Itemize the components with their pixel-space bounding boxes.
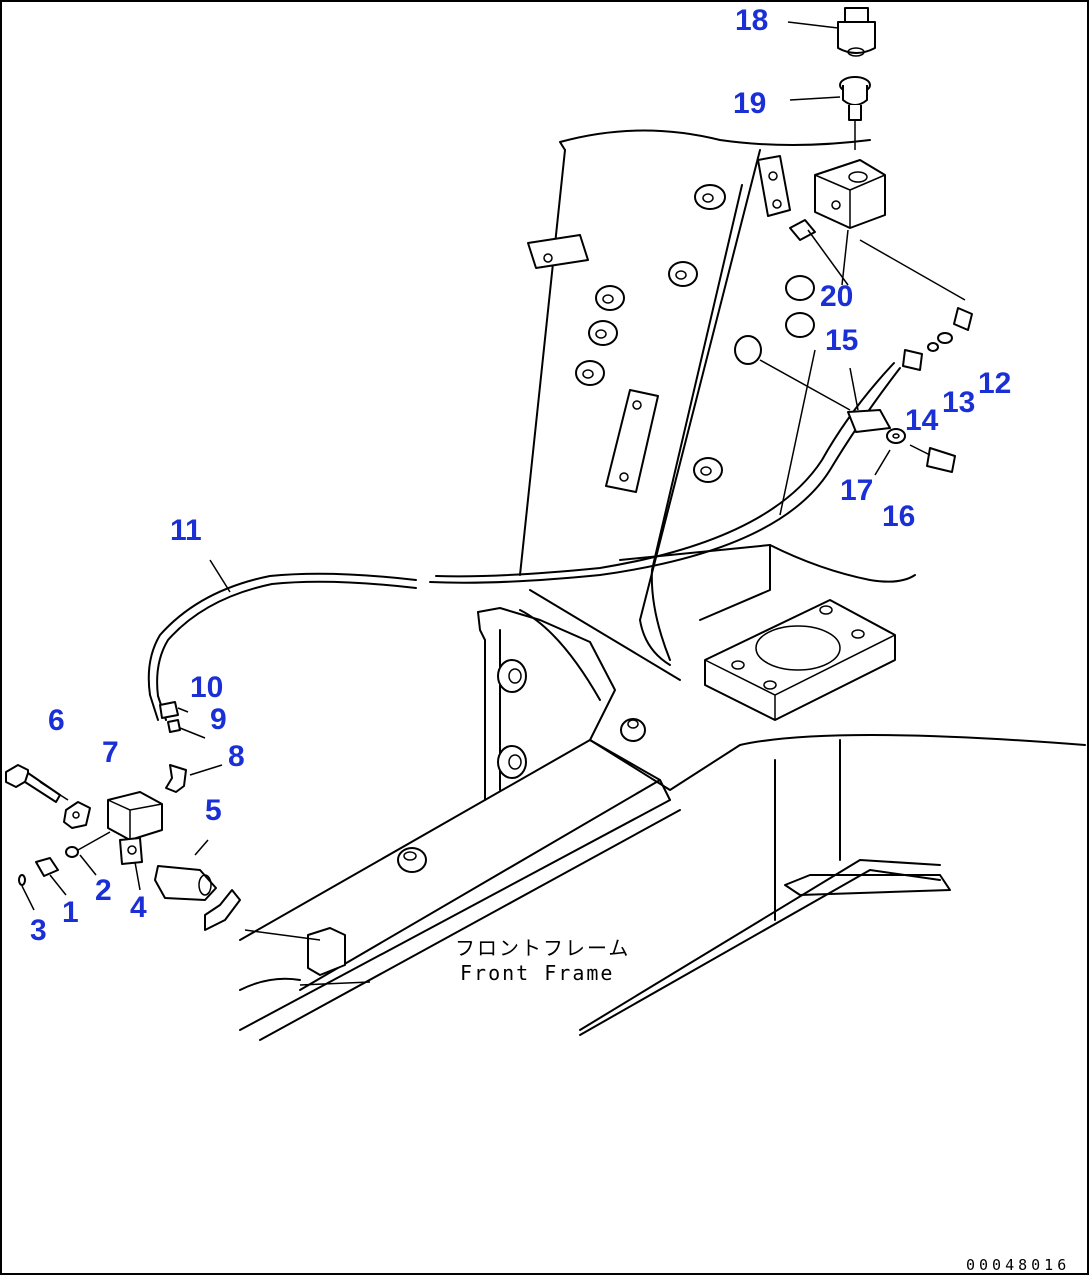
- callout-18: 18: [735, 4, 768, 37]
- callout-16: 16: [882, 500, 915, 533]
- callout-10: 10: [190, 671, 223, 704]
- hose-left: [147, 559, 417, 793]
- callout-9: 9: [210, 703, 227, 736]
- callout-20: 20: [820, 280, 853, 313]
- callout-7: 7: [102, 736, 119, 769]
- callout-2: 2: [95, 874, 112, 907]
- caption-japanese: フロントフレーム: [455, 936, 630, 960]
- callout-5: 5: [205, 794, 222, 827]
- document-id: 00048016: [966, 1256, 1070, 1274]
- hose-right: [429, 239, 973, 584]
- callout-6: 6: [48, 704, 65, 737]
- left-parts: [5, 764, 241, 931]
- callout-3: 3: [30, 914, 47, 947]
- upper-plate: [519, 129, 886, 666]
- callout-11: 11: [170, 514, 202, 547]
- callout-19: 19: [733, 87, 766, 120]
- callout-4: 4: [130, 891, 147, 924]
- top-fittings: [787, 7, 876, 286]
- callout-13: 13: [942, 386, 975, 419]
- front-frame: [239, 544, 1086, 1041]
- callouts: 1 2 3 4 5 6 7 8 9 10 11 12 13 14 15 16 1…: [30, 4, 1011, 947]
- caption-english: Front Frame: [460, 961, 614, 985]
- callout-1: 1: [62, 896, 79, 929]
- callout-17: 17: [840, 474, 873, 507]
- callout-15: 15: [825, 324, 858, 357]
- callout-8: 8: [228, 740, 245, 773]
- callout-12: 12: [978, 367, 1011, 400]
- callout-14: 14: [905, 404, 939, 437]
